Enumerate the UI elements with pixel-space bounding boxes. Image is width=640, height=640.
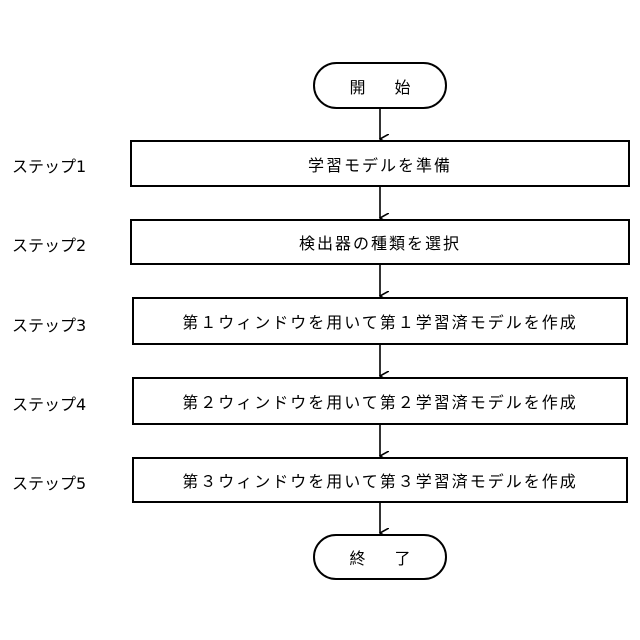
step4-box: 第２ウィンドウを用いて第２学習済モデルを作成 (132, 377, 628, 425)
step5-box: 第３ウィンドウを用いて第３学習済モデルを作成 (132, 457, 628, 503)
step2-label: ステップ2 (12, 232, 86, 256)
step1-label: ステップ1 (12, 153, 86, 177)
step2-box: 検出器の種類を選択 (130, 219, 630, 265)
step3-box: 第１ウィンドウを用いて第１学習済モデルを作成 (132, 297, 628, 345)
step5-label: ステップ5 (12, 470, 86, 494)
start-terminal: 開 始 (313, 62, 447, 109)
step4-label: ステップ4 (12, 391, 86, 415)
step3-label: ステップ3 (12, 312, 86, 336)
end-terminal: 終 了 (313, 534, 447, 580)
step1-box: 学習モデルを準備 (130, 140, 630, 187)
